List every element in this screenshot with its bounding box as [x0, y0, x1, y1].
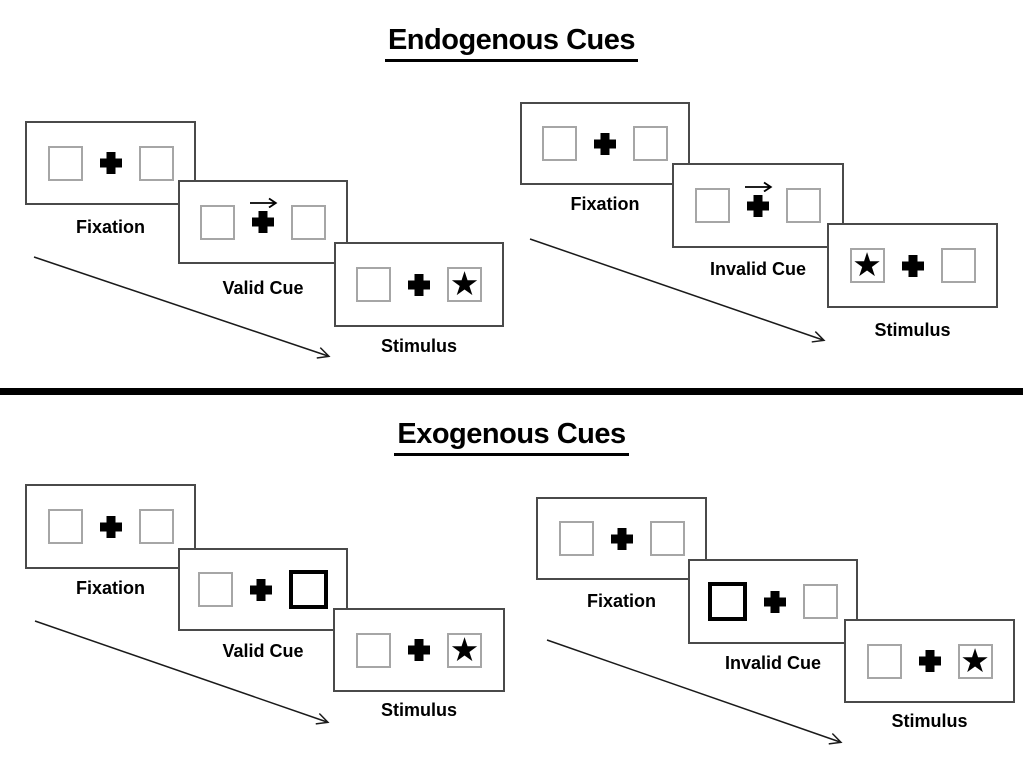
endogenous-valid-cue-panel	[178, 180, 348, 264]
fixation-cross-icon	[250, 197, 278, 233]
right-target-box	[633, 126, 668, 161]
cue-arrow-icon	[250, 197, 278, 208]
cue-arrow-icon	[745, 181, 773, 192]
endogenous-valid-fixation-panel	[25, 121, 196, 205]
panel-label: Stimulus	[891, 711, 968, 731]
endogenous-invalid-cue-panel	[672, 163, 844, 248]
target-star-icon: ★	[449, 630, 480, 668]
exogenous-invalid-fixation-panel	[536, 497, 707, 580]
left-target-box	[558, 521, 594, 556]
target-star-icon: ★	[852, 246, 882, 283]
right-target-box: ★	[957, 641, 993, 679]
fixation-cross-icon	[100, 152, 122, 174]
right-target-box	[803, 584, 838, 619]
fixation-cross-icon	[408, 639, 430, 661]
section-title-endogenous: Endogenous Cues	[0, 24, 1023, 62]
left-target-box-cued	[708, 582, 747, 621]
fixation-cross-icon	[902, 255, 924, 277]
panel-label: Stimulus	[380, 336, 457, 356]
panel-label: Invalid Cue	[709, 259, 807, 279]
endogenous-invalid-stimulus-panel: ★	[827, 223, 998, 308]
panel-label: Fixation	[75, 217, 145, 237]
target-star-icon: ★	[449, 265, 480, 302]
section-title-exogenous: Exogenous Cues	[0, 418, 1023, 456]
right-target-box	[786, 188, 821, 223]
panel-label: Fixation	[75, 578, 145, 598]
right-target-box: ★	[447, 630, 482, 668]
right-target-box	[138, 145, 174, 181]
left-target-box	[356, 632, 391, 668]
fixation-cross-icon	[250, 579, 272, 601]
right-target-box: ★	[447, 267, 482, 302]
left-target-box	[695, 188, 730, 223]
left-target-box	[198, 572, 233, 607]
right-target-box-cued	[289, 570, 328, 609]
endogenous-valid-stimulus-panel: ★	[334, 242, 504, 327]
exogenous-valid-cue-panel	[178, 548, 348, 631]
fixation-cross-icon	[408, 274, 430, 296]
fixation-cross-icon	[919, 650, 941, 672]
endogenous-invalid-fixation-panel	[520, 102, 690, 185]
fixation-cross-icon	[611, 528, 633, 550]
panel-label: Stimulus	[874, 320, 951, 340]
left-target-box	[47, 145, 83, 181]
right-target-box	[940, 248, 976, 283]
target-star-icon: ★	[960, 641, 990, 679]
panel-label: Fixation	[586, 591, 656, 611]
left-target-box	[200, 204, 235, 240]
panel-label: Fixation	[570, 194, 640, 214]
left-target-box	[356, 267, 391, 302]
exogenous-valid-stimulus-panel: ★	[333, 608, 505, 692]
right-target-box	[291, 204, 326, 240]
section-divider	[0, 388, 1023, 395]
fixation-cross-icon	[764, 591, 786, 613]
sequence-arrow-icon	[34, 620, 327, 722]
fixation-cross-icon	[594, 133, 616, 155]
section-title-text: Endogenous Cues	[384, 24, 639, 62]
exogenous-invalid-cue-panel	[688, 559, 858, 644]
section-title-text: Exogenous Cues	[394, 418, 629, 456]
panel-label: Valid Cue	[222, 278, 304, 298]
sequence-arrow-icon	[529, 238, 823, 340]
left-target-box	[866, 643, 902, 679]
sequence-arrow-icon	[33, 256, 328, 356]
right-target-box	[649, 521, 685, 556]
fixation-cross-icon	[100, 516, 122, 538]
left-target-box: ★	[849, 246, 885, 283]
panel-label: Valid Cue	[222, 641, 304, 661]
left-target-box	[542, 126, 577, 161]
panel-label: Invalid Cue	[724, 653, 822, 673]
right-target-box	[138, 509, 174, 544]
fixation-cross-icon	[745, 181, 773, 217]
left-target-box	[47, 509, 83, 544]
exogenous-invalid-stimulus-panel: ★	[844, 619, 1015, 703]
panel-label: Stimulus	[380, 700, 457, 720]
exogenous-valid-fixation-panel	[25, 484, 196, 569]
